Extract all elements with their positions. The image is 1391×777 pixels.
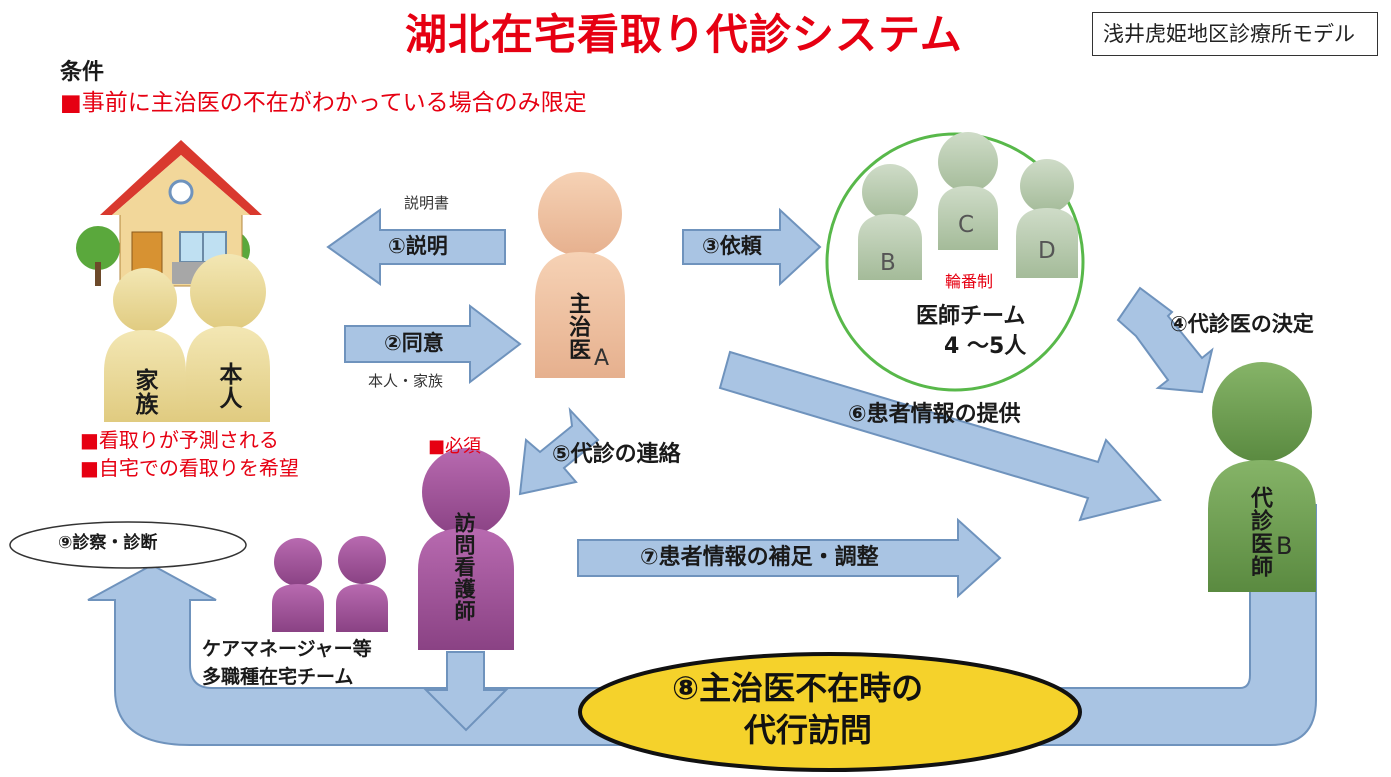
step4-label: ④代診医の決定 (1170, 312, 1314, 336)
conditions-heading: 条件 (60, 60, 105, 85)
step1-caption: 説明書 (404, 194, 450, 212)
care-team-line2: 多職種在宅チーム (202, 666, 354, 688)
substitute-doctor-figure (1208, 362, 1316, 592)
step8-line2: 代行訪問 (744, 711, 873, 749)
family-label: 家族 (131, 368, 157, 416)
doctor-team-circle (825, 132, 1085, 392)
nurse-figure (418, 448, 514, 650)
nurse-label: 訪問看護師 (452, 512, 476, 622)
arrow-6-provide-info (718, 350, 1162, 522)
arrow-4-decision (1116, 286, 1214, 394)
arrow-3-request (682, 207, 822, 287)
arrow-1-explanation (326, 208, 506, 286)
step9-label: ⑨診察・診断 (58, 533, 158, 553)
step2-caption: 本人・家族 (368, 372, 444, 390)
team-rotation: 輪番制 (945, 272, 994, 291)
care-team-line1: ケアマネージャー等 (202, 638, 372, 660)
step1-label: ①説明 (388, 234, 448, 258)
arrow-5-contact (518, 407, 600, 496)
patient-label: 本人 (215, 362, 241, 410)
conditions-main: ■事前に主治医の不在がわかっている場合のみ限定 (60, 90, 587, 116)
step8-ellipse (578, 652, 1082, 772)
house-icon (76, 140, 262, 287)
arrow-2-consent (344, 303, 522, 385)
family-figure (104, 268, 186, 422)
page-title: 湖北在宅看取り代診システム (405, 10, 963, 59)
team-member-c: C (958, 212, 975, 238)
model-label-box (1092, 12, 1378, 56)
team-name-line2: 4 ～5人 (944, 334, 1027, 359)
team-doctor-c-figure (938, 132, 998, 250)
attending-doctor-figure (535, 172, 625, 378)
team-member-d: D (1038, 238, 1056, 264)
team-member-b: B (880, 250, 896, 276)
substitute-label: 代診医師 (1247, 486, 1272, 578)
attending-letter: A (594, 346, 610, 371)
attending-label: 主治医 (565, 292, 590, 361)
step5-label: ⑤代診の連絡 (552, 442, 681, 467)
step2-label: ②同意 (384, 331, 444, 355)
step9-ellipse (9, 521, 247, 569)
patient-note-2: ■自宅での看取りを希望 (80, 456, 299, 480)
team-doctor-d-figure (1016, 159, 1078, 278)
patient-note-1: ■看取りが予測される (80, 428, 279, 452)
substitute-letter: B (1276, 532, 1293, 560)
patient-figure (186, 254, 270, 422)
arrow-7-adjust (577, 517, 1002, 599)
step7-label: ⑦患者情報の補足・調整 (640, 545, 879, 570)
team-name-line1: 医師チーム (916, 304, 1026, 329)
nurse-down-arrow (423, 651, 509, 732)
step8-line1: ⑧主治医不在時の (672, 669, 924, 707)
model-label: 浅井虎姫地区診療所モデル (1103, 22, 1355, 46)
team-doctor-b-figure (858, 164, 922, 280)
care-team-figures (272, 536, 388, 632)
nurse-required: ■必須 (428, 436, 482, 457)
step6-label: ⑥患者情報の提供 (848, 402, 1021, 427)
step3-label: ③依頼 (702, 234, 762, 258)
